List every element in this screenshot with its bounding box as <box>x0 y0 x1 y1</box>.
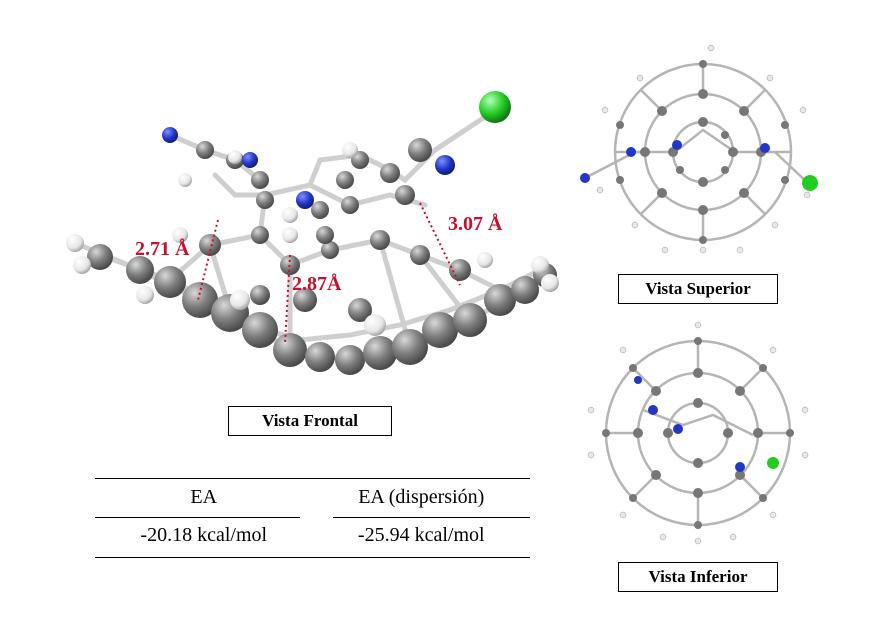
table-top-rule <box>95 478 530 479</box>
table-value-ea-dispersion: -25.94 kcal/mol <box>357 523 485 546</box>
table-value-ea: -20.18 kcal/mol <box>140 523 268 546</box>
distance-label-2: 2.87Å <box>292 272 342 295</box>
frontal-view-caption: Vista Frontal <box>228 406 392 436</box>
energy-table: EA EA (dispersión) -20.18 kcal/mol -25.9… <box>95 478 530 554</box>
inferior-view-molecule <box>587 321 809 545</box>
chlorine-atom-bottom <box>767 457 779 469</box>
table-header-ea: EA <box>190 485 218 508</box>
superior-view-caption: Vista Superior <box>618 274 778 304</box>
table-mid-rule-left <box>95 517 300 518</box>
distance-label-3: 3.07 Å <box>448 212 503 235</box>
table-header-row: EA EA (dispersión) <box>95 478 530 516</box>
table-bottom-rule <box>95 557 530 558</box>
table-header-ea-dispersion: EA (dispersión) <box>358 485 485 508</box>
chlorine-atom <box>479 91 511 123</box>
table-value-row: -20.18 kcal/mol -25.94 kcal/mol <box>95 516 530 554</box>
superior-view-molecule <box>580 44 818 254</box>
inferior-view-caption: Vista Inferior <box>618 562 778 592</box>
chlorine-atom-top <box>802 175 818 191</box>
distance-label-1: 2.71 Å <box>135 237 190 260</box>
table-mid-rule-right <box>333 517 530 518</box>
frontal-view-molecule: 2.71 Å 2.87Å 3.07 Å <box>66 91 559 375</box>
